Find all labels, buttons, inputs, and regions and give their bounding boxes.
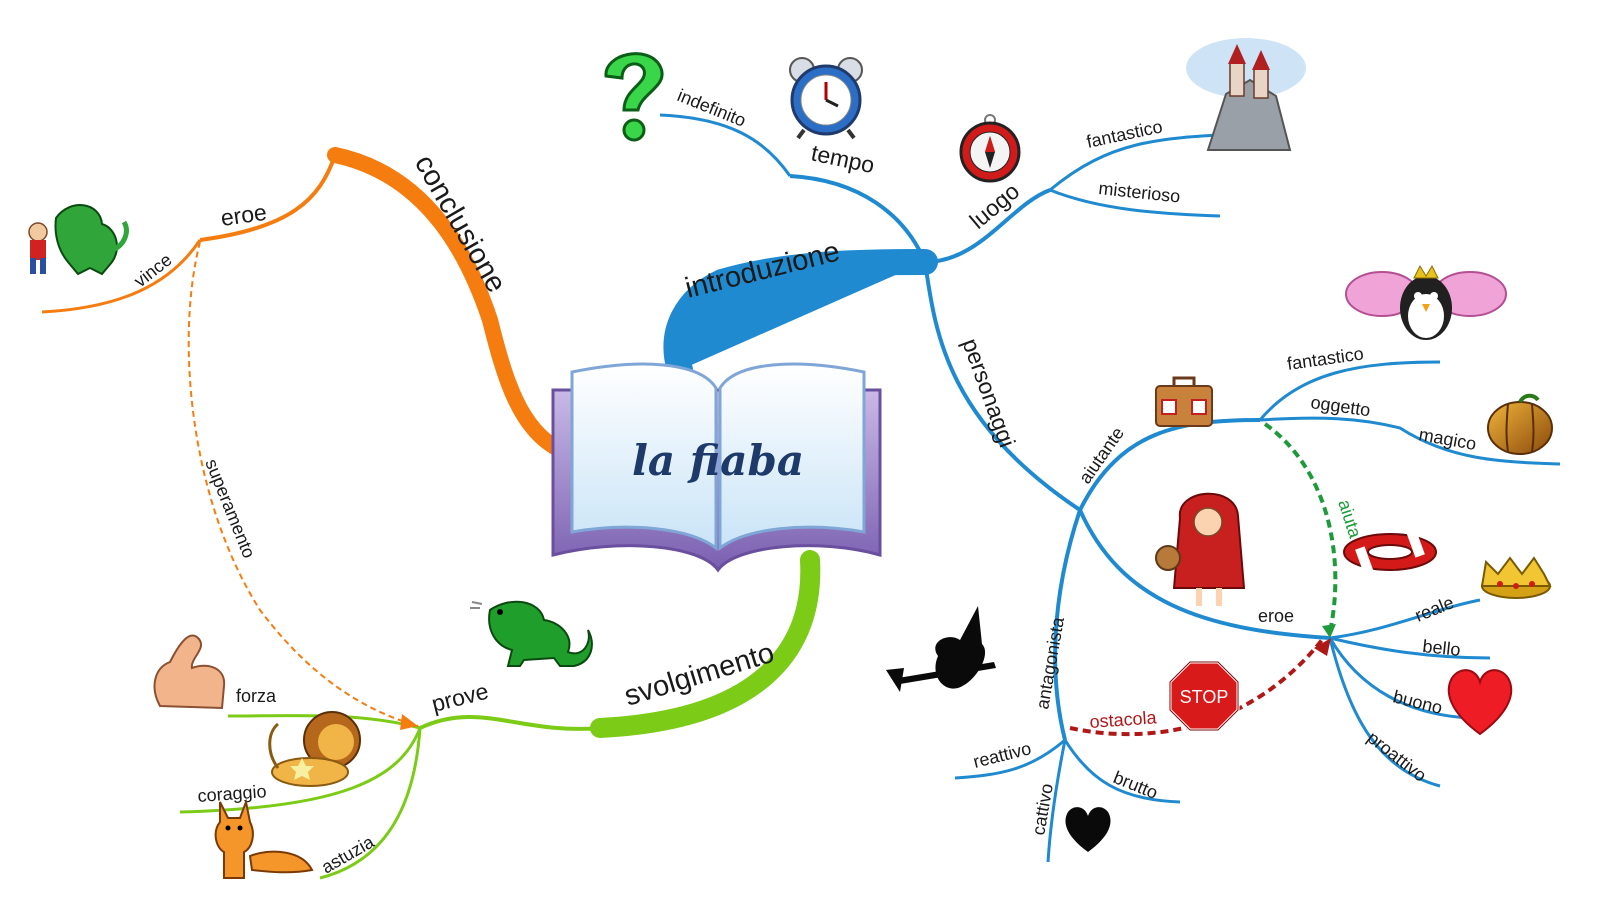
witch-icon [886, 606, 996, 692]
indefinito-label: indefinito [675, 85, 749, 131]
alarm-clock-icon [789, 57, 863, 140]
conclusione-label: conclusione [408, 150, 512, 299]
prove-coraggio-label: coraggio [197, 781, 267, 806]
eroe-edge [1078, 509, 1331, 640]
aiuta-relation [1263, 422, 1338, 633]
heart-icon [1447, 669, 1513, 736]
eroe-proattivo-edge [1328, 637, 1441, 788]
eroe-label: eroe [1258, 606, 1294, 626]
eroe-proattivo-label: proattivo [1364, 727, 1431, 785]
fox-icon [214, 798, 314, 879]
compass-icon [959, 114, 1021, 183]
eroe-bello-edge [1329, 636, 1491, 660]
superamento-relation [187, 241, 419, 727]
black-heart-icon [1065, 807, 1111, 852]
prove-astuzia-edge [319, 727, 422, 880]
aiutante-fantastico-edge [1258, 360, 1441, 421]
stop-sign-text: STOP [1180, 687, 1229, 707]
branch-introduzione[interactable] [659, 113, 1561, 863]
superamento-arrowhead [400, 714, 418, 730]
luogo-label: luogo [965, 178, 1025, 234]
castle-icon [1186, 38, 1306, 151]
prove-label: prove [429, 678, 491, 717]
muscle-arm-icon [153, 634, 226, 710]
luogo-fantastico-edge [1049, 132, 1239, 192]
aiutante-edge [1078, 418, 1261, 511]
fairy-penguin-icon [1345, 264, 1507, 340]
luogo-fantastico-label: fantastico [1085, 116, 1165, 152]
antagonista-reattivo-edge [954, 738, 1066, 780]
conclusione-eroe-edge [199, 154, 337, 242]
antagonista-cattivo-edge [1046, 739, 1067, 863]
luogo-misterioso-edge [1049, 188, 1221, 218]
antagonista-brutto-label: brutto [1111, 767, 1161, 803]
eroe-reale-edge [1329, 598, 1481, 640]
branch-conclusione[interactable] [41, 147, 568, 730]
central-title: la fiaba [632, 436, 804, 485]
ostacola-label: ostacola [1089, 707, 1158, 732]
prove-forza-label: forza [236, 686, 277, 706]
introduzione-trunk [663, 249, 938, 383]
dragon-icon [470, 600, 593, 667]
eroe-buono-edge [1328, 637, 1471, 720]
prove-coraggio-edge [179, 727, 422, 814]
tempo-label: tempo [809, 139, 877, 178]
aiutante-magico-edge [1259, 416, 1561, 466]
stop-sign-icon: STOP [1168, 660, 1240, 732]
conclusione-trunk [327, 147, 568, 458]
briefcase-icon [1155, 376, 1213, 427]
lion-icon [268, 711, 361, 787]
red-riding-hood-icon [1155, 492, 1246, 606]
luogo-edge [924, 188, 1051, 264]
tempo-indefinito-edge [659, 113, 792, 177]
luogo-misterioso-label: misterioso [1098, 178, 1182, 206]
eroe-reale-label: reale [1412, 592, 1457, 626]
aiutante-oggetto-label: oggetto [1309, 392, 1371, 420]
conclusione-eroe-label: eroe [219, 199, 268, 231]
antagonista-edge [1053, 509, 1082, 741]
antagonista-brutto-edge [1063, 739, 1181, 804]
svolgimento-trunk [590, 550, 821, 738]
personaggi-label: personaggi [957, 335, 1020, 451]
eroe-buono-label: buono [1391, 686, 1444, 718]
life-ring-icon [1343, 527, 1437, 577]
personaggi-edge [923, 261, 1082, 512]
prove-edge [419, 715, 601, 731]
open-book-icon[interactable]: la fiaba [551, 362, 882, 573]
crown-icon [1480, 556, 1552, 599]
eroe-bello-label: bello [1422, 636, 1462, 660]
aiuta-label: aiuta [1334, 497, 1365, 541]
pumpkin-icon [1487, 393, 1553, 455]
superamento-label: superamento [201, 456, 259, 561]
antagonista-label: antagonista [1032, 615, 1068, 711]
knight-dragon-icon [28, 204, 129, 276]
question-mark-icon [604, 52, 664, 142]
tempo-edge [789, 174, 927, 263]
ostacola-arrowhead [1314, 638, 1331, 656]
aiuta-arrowhead [1322, 624, 1336, 638]
antagonista-cattivo-label: cattivo [1028, 782, 1057, 837]
eroe-vince-edge [41, 239, 202, 314]
